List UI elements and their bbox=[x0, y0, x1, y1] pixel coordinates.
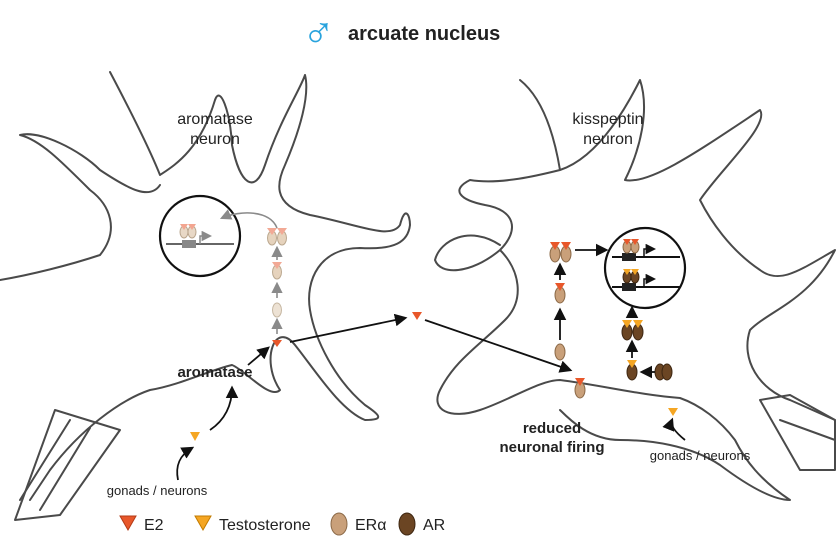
nuclear-er-dimer bbox=[179, 224, 197, 239]
title-text: arcuate nucleus bbox=[348, 23, 500, 45]
e2-icon bbox=[119, 515, 137, 532]
male-symbol-icon: ♂ bbox=[302, 7, 335, 56]
er-alpha-icon bbox=[330, 512, 348, 536]
legend-label-ar: AR bbox=[423, 517, 445, 534]
er-free-faded bbox=[272, 302, 282, 318]
aromatase-axon bbox=[14, 409, 121, 521]
ar-dimer-kiss bbox=[621, 320, 644, 341]
legend-item-e2: E2 bbox=[119, 515, 164, 534]
aromatase-nucleus bbox=[158, 194, 242, 278]
testosterone-left-icon bbox=[190, 432, 200, 441]
nuclear-ar-dimer-kiss bbox=[622, 269, 640, 284]
nuclear-er-dimer-kiss bbox=[622, 239, 640, 254]
testosterone-icon bbox=[194, 515, 212, 532]
er-bound-faded bbox=[272, 262, 282, 280]
aromatase-conversion bbox=[176, 312, 573, 481]
legend-label-e2: E2 bbox=[144, 517, 164, 534]
legend: E2 Testosterone ERα AR bbox=[119, 512, 445, 536]
legend-item-ar: AR bbox=[398, 512, 445, 536]
aromatase-neuron-label-1: aromatase bbox=[177, 111, 253, 128]
er-e2-bound-membrane bbox=[574, 378, 586, 399]
title: ♂ arcuate nucleus bbox=[302, 7, 500, 56]
legend-label-testosterone: Testosterone bbox=[219, 517, 311, 534]
kisspeptin-neuron-label-1: kisspeptin bbox=[572, 111, 643, 128]
kisspeptin-axon bbox=[759, 394, 836, 471]
kisspeptin-neuron-label-2: neuron bbox=[583, 131, 633, 148]
legend-item-testosterone: Testosterone bbox=[194, 515, 311, 534]
effect-label-2: neuronal firing bbox=[500, 439, 605, 456]
aromatase-neuron-outline bbox=[0, 71, 411, 501]
effect-label-1: reduced bbox=[523, 420, 581, 437]
e2-local-icon bbox=[272, 340, 282, 347]
kiss-er-pathway bbox=[549, 242, 609, 399]
aromatase-enzyme-label: aromatase bbox=[177, 364, 252, 381]
ar-icon bbox=[398, 512, 416, 536]
er-bound-kiss bbox=[554, 283, 566, 304]
e2-extracellular-icon bbox=[412, 312, 422, 320]
kisspeptin-neuron-outline bbox=[434, 79, 836, 501]
testosterone-right-icon bbox=[668, 408, 678, 416]
aromatase-pathway bbox=[219, 209, 287, 347]
source-left-label: gonads / neurons bbox=[107, 483, 208, 498]
source-right-label: gonads / neurons bbox=[650, 448, 751, 463]
kisspeptin-nucleus bbox=[603, 226, 687, 310]
ar-bound-kiss bbox=[626, 360, 638, 381]
legend-label-er-alpha: ERα bbox=[355, 517, 386, 534]
kiss-ar-pathway bbox=[621, 305, 686, 441]
er-dimer-kiss bbox=[549, 242, 572, 263]
ar-free-kiss bbox=[654, 363, 673, 381]
aromatase-neuron-label-2: neuron bbox=[190, 131, 240, 148]
er-free-kiss bbox=[554, 343, 566, 361]
er-dimer-faded bbox=[267, 228, 287, 246]
legend-item-er-alpha: ERα bbox=[330, 512, 386, 536]
